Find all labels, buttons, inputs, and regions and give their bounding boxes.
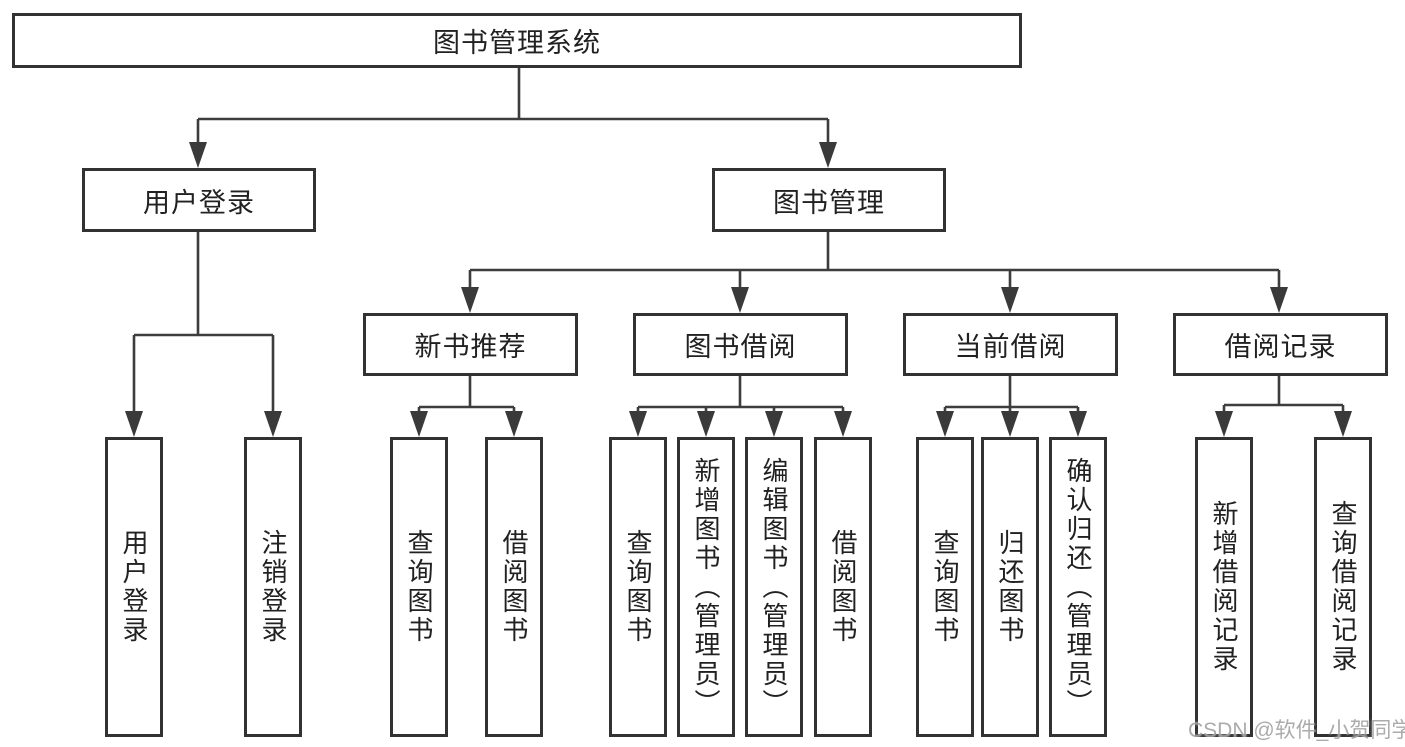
node-return-books: 归还图书 — [981, 437, 1039, 737]
node-confirm-return-admin: 确认归还（管理员） — [1049, 437, 1107, 737]
node-recommend-query-books: 查询图书 — [390, 437, 448, 737]
node-borrow-books: 借阅图书 — [814, 437, 872, 737]
connector-borrow-records — [1215, 376, 1352, 437]
connector-book-management-branch — [461, 232, 1288, 313]
node-user-login: 用户登录 — [82, 168, 316, 232]
connector-root — [189, 68, 837, 168]
node-current-borrow: 当前借阅 — [903, 313, 1118, 376]
connector-new-book-recommend — [410, 376, 523, 437]
connector-current-borrow — [936, 376, 1087, 437]
node-logout-action: 注销登录 — [244, 437, 302, 737]
node-login-action: 用户登录 — [105, 437, 163, 737]
node-borrow-query-books: 查询图书 — [609, 437, 667, 737]
connector-user-login-branch — [125, 232, 282, 437]
node-recommend-borrow-books: 借阅图书 — [485, 437, 543, 737]
node-edit-books-admin: 编辑图书（管理员） — [745, 437, 803, 737]
node-query-borrow-record: 查询借阅记录 — [1314, 437, 1372, 737]
node-current-query-books: 查询图书 — [916, 437, 974, 737]
node-borrow-records: 借阅记录 — [1173, 313, 1388, 376]
node-new-book-recommend: 新书推荐 — [363, 313, 578, 376]
node-book-borrow: 图书借阅 — [633, 313, 848, 376]
node-add-books-admin: 新增图书（管理员） — [677, 437, 735, 737]
connector-book-borrow — [629, 376, 852, 437]
node-book-management: 图书管理 — [712, 168, 946, 232]
node-add-borrow-record: 新增借阅记录 — [1195, 437, 1253, 737]
node-system-title: 图书管理系统 — [12, 13, 1022, 68]
